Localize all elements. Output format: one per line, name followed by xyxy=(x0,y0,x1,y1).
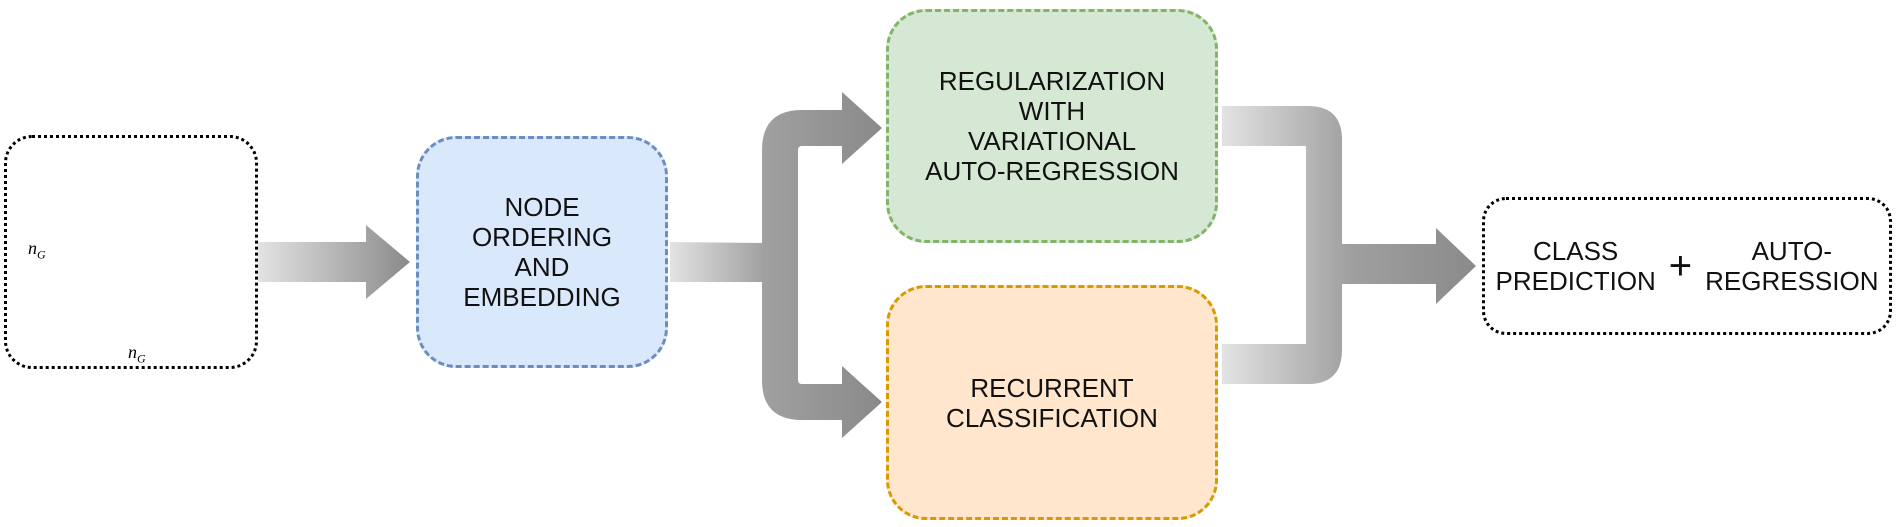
node-ordering-line: EMBEDDING xyxy=(463,282,621,312)
node-ordering-box: NODE ORDERING AND EMBEDDING xyxy=(416,136,668,368)
output-box: CLASS PREDICTION + AUTO- REGRESSION xyxy=(1482,197,1892,335)
recurrent-line: CLASSIFICATION xyxy=(946,402,1158,433)
arrow-input-to-ordering xyxy=(258,225,410,299)
node-ordering-line: AND xyxy=(514,252,570,282)
regularization-line: WITH xyxy=(1018,96,1086,126)
recurrent-line: RECURRENT xyxy=(970,372,1134,403)
auto-regression-label: AUTO- REGRESSION xyxy=(1705,236,1879,296)
regularization-line: VARIATIONAL xyxy=(967,126,1137,156)
input-graph-box xyxy=(4,135,258,369)
axis-label-vertical: nG xyxy=(28,238,46,262)
plus-operator: + xyxy=(1668,244,1693,288)
regularization-line: AUTO-REGRESSION xyxy=(925,156,1179,186)
node-ordering-line: NODE xyxy=(504,192,580,222)
class-prediction-label: CLASS PREDICTION xyxy=(1495,236,1656,296)
arrow-split xyxy=(670,92,882,438)
regularization-line: REGULARIZATION xyxy=(938,66,1166,96)
recurrent-classification-box: RECURRENT CLASSIFICATION xyxy=(886,285,1218,520)
node-ordering-line: ORDERING xyxy=(471,222,613,252)
axis-label-horizontal: nG xyxy=(128,342,146,366)
arrow-merge xyxy=(1222,106,1476,384)
regularization-box: REGULARIZATION WITH VARIATIONAL AUTO-REG… xyxy=(886,9,1218,243)
